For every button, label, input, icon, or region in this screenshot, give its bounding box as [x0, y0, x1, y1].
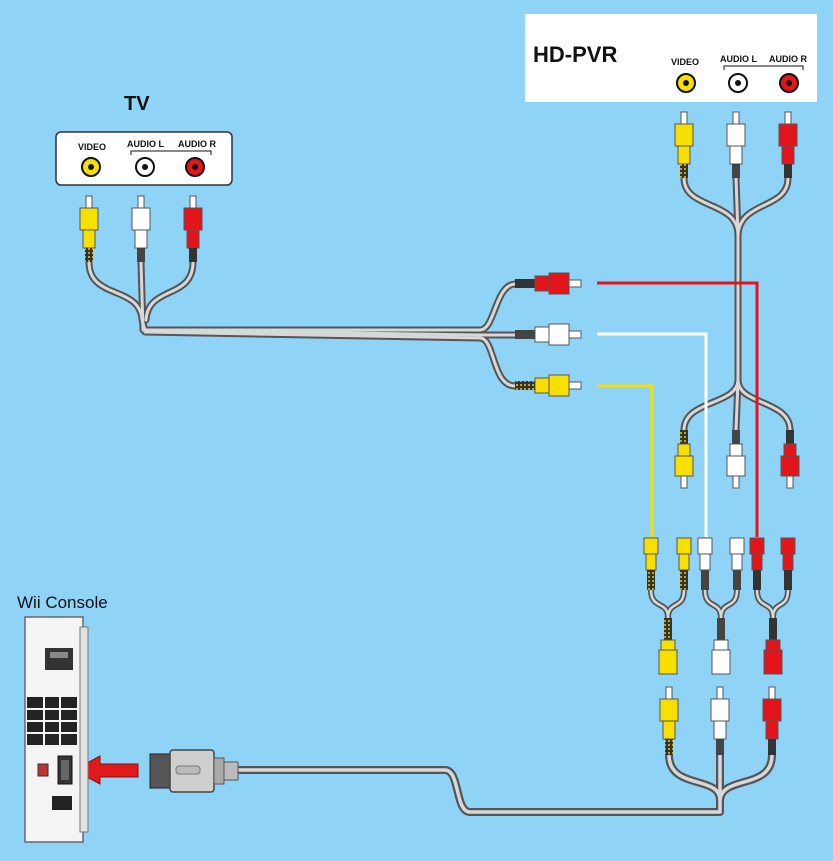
hdpvr-panel: HD-PVR VIDEO AUDIO L AUDIO R [525, 14, 817, 102]
hdpvr-video-plug[interactable] [674, 111, 694, 178]
wii-av-multi-connector[interactable] [149, 749, 239, 793]
splitter-yellow-output[interactable] [658, 618, 678, 675]
splitter-white-socket-1[interactable] [697, 537, 713, 590]
wii-cable-video-plug[interactable] [659, 686, 679, 755]
tv-audio-l-plug[interactable] [131, 195, 151, 262]
tv-audio-r-jack[interactable] [185, 157, 205, 177]
wii-title: Wii Console [17, 593, 108, 612]
hdpvr-audio-r-label: AUDIO R [769, 54, 808, 64]
white-signal-line [597, 332, 708, 537]
hdpvr-video-label: VIDEO [671, 57, 699, 67]
splitter-red-output[interactable] [763, 618, 783, 675]
splitter-yellow-socket-1[interactable] [643, 537, 659, 590]
tv-video-plug[interactable] [79, 195, 99, 262]
hdpvr-audio-l-jack[interactable] [728, 73, 748, 93]
hdpvr-video-jack[interactable] [676, 73, 696, 93]
hdpvr-audio-l-plug[interactable] [726, 111, 746, 178]
cables [85, 174, 794, 816]
splitter-sockets [643, 537, 796, 590]
tv-panel: TV VIDEO AUDIO L AUDIO R [55, 93, 233, 186]
tv-video-jack[interactable] [81, 157, 101, 177]
splitter-red-socket-1[interactable] [749, 537, 765, 590]
tv-audio-l-jack[interactable] [135, 157, 155, 177]
wii-console: Wii Console [17, 593, 108, 843]
wii-cable-audio-r-plug[interactable] [762, 686, 782, 755]
hdpvr-cable-yellow-plug[interactable] [674, 430, 694, 489]
yellow-signal-line [597, 384, 654, 537]
tv-cable-white-plug[interactable] [515, 323, 582, 346]
tv-cable-red-plug[interactable] [515, 272, 582, 295]
splitter-yellow-socket-2[interactable] [676, 537, 692, 590]
red-signal-line [597, 281, 759, 537]
tv-audio-l-label: AUDIO L [127, 139, 165, 149]
tv-cable-yellow-plug[interactable] [515, 374, 582, 397]
wii-usb-slot [45, 648, 73, 670]
tv-audio-r-plug[interactable] [183, 195, 203, 262]
splitter-red-socket-2[interactable] [780, 537, 796, 590]
wii-cable-audio-l-plug[interactable] [710, 686, 730, 755]
wii-sensor-port [52, 796, 72, 810]
tv-video-label: VIDEO [78, 142, 106, 152]
hdpvr-audio-r-plug[interactable] [778, 111, 798, 178]
splitter-white-socket-2[interactable] [729, 537, 745, 590]
insert-arrow-icon [72, 755, 139, 785]
wii-vent-grille [27, 697, 77, 745]
tv-title: TV [124, 93, 150, 115]
hdpvr-audio-l-label: AUDIO L [720, 54, 758, 64]
hdpvr-cable-red-plug[interactable] [780, 430, 800, 489]
hdpvr-audio-r-jack[interactable] [779, 73, 799, 93]
wii-power-port [37, 763, 49, 777]
hdpvr-cable-white-plug[interactable] [726, 430, 746, 489]
signal-lines [597, 281, 759, 537]
hdpvr-title: HD-PVR [533, 42, 617, 67]
splitter-white-output[interactable] [711, 618, 731, 675]
tv-audio-r-label: AUDIO R [178, 139, 217, 149]
